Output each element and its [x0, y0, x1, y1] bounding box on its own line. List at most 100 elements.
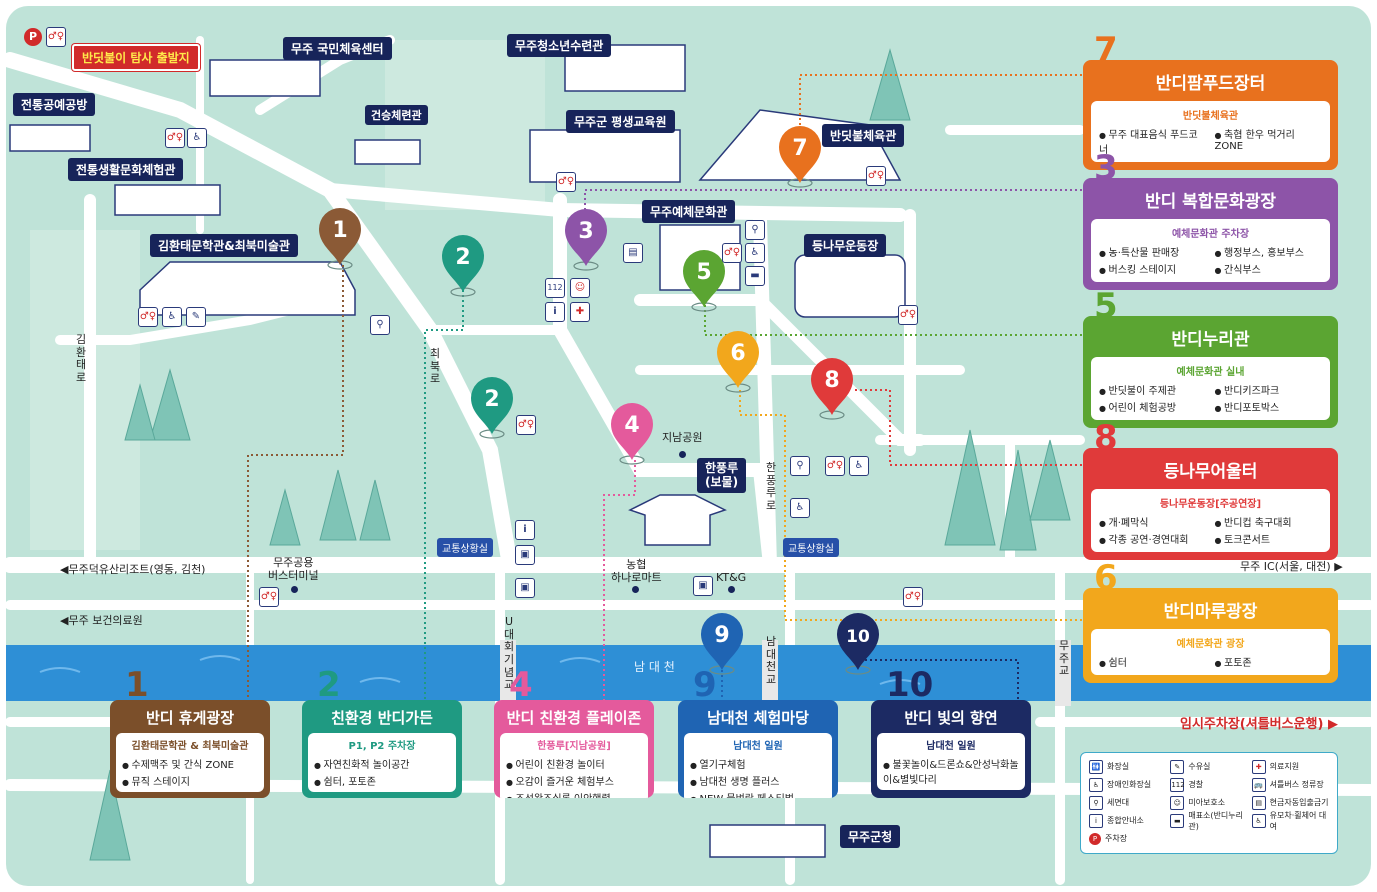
nursing-icon: ✎ [186, 307, 206, 327]
stadium-tag: 등나무운동장 [804, 234, 887, 257]
health-hall-building [354, 139, 421, 165]
jinam-park-label: 지남공원 [662, 431, 703, 444]
pin-number: 6 [730, 341, 745, 366]
muju-bridge [1055, 640, 1071, 706]
bus-terminal-label: 무주공용 버스터미널 [268, 556, 319, 583]
pin-3[interactable]: 3 [565, 209, 607, 271]
shuttle-icon: ▣ [515, 578, 535, 598]
pin-number: 2 [455, 245, 470, 270]
pin-9[interactable]: 9 [701, 613, 743, 675]
card-subtitle: 예체문화관 실내 [1176, 367, 1245, 378]
sink-icon: ⚲ [370, 315, 390, 335]
accessible-restroom-icon: ♿ [745, 243, 765, 263]
pin-10[interactable]: 10 [837, 613, 879, 675]
legend-label: 주차장 [1105, 834, 1128, 843]
nonghyup-dot [632, 586, 639, 593]
card-number-2: 2 [317, 665, 341, 705]
card-item: 오감이 즐거운 체험부스 [506, 773, 642, 788]
program-card-1[interactable]: 반디 휴게광장 김환태문학관 & 최북미술관 수제맥주 및 간식 ZONE뮤직 … [110, 700, 270, 798]
card-item: 포토존 [1215, 654, 1323, 669]
program-card-6[interactable]: 반디마루광장 예체문화관 광장 쉼터포토존 [1083, 588, 1338, 683]
card-items: 쉼터포토존 [1099, 654, 1322, 669]
card-subtitle: 한풍루[지남공원] [537, 741, 611, 752]
card-body: 예체문화관 광장 쉼터포토존 [1091, 629, 1330, 675]
card-items: 농·특산물 판매장행정부스, 홍보부스버스킹 스테이지간식부스 [1099, 244, 1322, 276]
card-item: 어린이 체험공방 [1099, 399, 1207, 414]
pin-8[interactable]: 8 [811, 358, 853, 420]
card-item: 행정부스, 홍보부스 [1215, 244, 1323, 259]
restroom-icon: 🚻 [1089, 759, 1103, 774]
card-body: P1, P2 주차장 자연친화적 놀이공간쉼터, 포토존 [308, 733, 456, 792]
hanpung-road-label: 한풍루로 [765, 461, 777, 512]
legend-label: 수유실 [1188, 762, 1211, 771]
pin-number: 1 [332, 218, 347, 243]
card-item: 열기구체험 [690, 756, 826, 771]
pin-5[interactable]: 5 [683, 250, 725, 312]
program-card-3[interactable]: 반디 복합문화광장 예체문화관 주차장 농·특산물 판매장행정부스, 홍보부스버… [1083, 178, 1338, 290]
card-title: 남대천 체험마당 [707, 709, 809, 727]
craft-workshop-tag: 전통공예공방 [13, 93, 96, 116]
muju-bridge-label: 무주교 [1058, 639, 1070, 678]
card-subtitle: 남대천 일원 [926, 741, 976, 752]
lifelong-edu-building [529, 129, 681, 183]
accessible-restroom-icon: ♿ [187, 128, 207, 148]
legend-label: 세면대 [1107, 798, 1130, 807]
card-item: 축협 한우 먹거리 ZONE [1215, 126, 1323, 156]
start-label: 반딧불이 탐사 출발지 [72, 44, 200, 71]
pin-1[interactable]: 1 [319, 208, 361, 270]
police-icon: 112 [545, 278, 565, 298]
literature-museum-tag: 김환태문학관&최북미술관 [150, 234, 298, 257]
pin-number: 5 [696, 260, 711, 285]
bus-terminal-dot [291, 586, 298, 593]
program-card-5[interactable]: 반디누리관 예체문화관 실내 반딧불이 주제관반디키즈파크어린이 체험공방반디포… [1083, 316, 1338, 428]
card-item: 각종 공연·경연대회 [1099, 531, 1207, 546]
legend-label: 현금자동입출금기 [1269, 798, 1329, 807]
program-card-9[interactable]: 남대천 체험마당 남대천 일원 열기구체험남대천 생명 플러스NEW 물벼락 페… [678, 700, 838, 798]
legend-label: 의료지원 [1269, 762, 1300, 771]
legend-item: ✎수유실 [1170, 759, 1251, 774]
pin-marker [779, 126, 821, 183]
pin-2[interactable]: 2 [442, 235, 484, 297]
card-item: 뮤직 스테이지 [122, 773, 258, 788]
card-item: 쉼터, 포토존 [314, 773, 450, 788]
pin-4[interactable]: 4 [611, 403, 653, 465]
program-card-10[interactable]: 반디 빛의 향연 남대천 일원 불꽃놀이&드론쇼&안성낙화놀이&별빛다리 [871, 700, 1031, 798]
card-title: 반디마루광장 [1163, 602, 1258, 622]
card-item: 자연친화적 놀이공간 [314, 756, 450, 771]
restroom-icon: ♂♀ [138, 307, 158, 327]
program-card-7[interactable]: 반디팜푸드장터 반딧불체육관 무주 대표음식 푸드코너축협 한우 먹거리 ZON… [1083, 60, 1338, 170]
pin-7[interactable]: 7 [779, 126, 821, 188]
lifelong-edu-tag: 무주군 평생교육원 [566, 110, 675, 133]
card-item: 토크콘서트 [1215, 531, 1323, 546]
shuttle-icon: ▣ [693, 576, 713, 596]
legend-label: 화장실 [1107, 762, 1130, 771]
legend-label: 유모차·휠체어 대여 [1269, 810, 1327, 831]
pin-marker [611, 403, 653, 460]
pin-6[interactable]: 6 [717, 331, 759, 393]
legend-label: 종합안내소 [1107, 816, 1144, 825]
legend-item: ✚의료지원 [1251, 759, 1333, 774]
pin-marker [683, 250, 725, 307]
pin-marker [811, 358, 853, 415]
temp-parking-label[interactable]: 임시주차장(셔틀버스운행) ▶ [1180, 717, 1338, 732]
card-number-4: 4 [509, 665, 533, 705]
program-card-2[interactable]: 친환경 반디가든 P1, P2 주차장 자연친화적 놀이공간쉼터, 포토존 [302, 700, 462, 798]
legend-item: ☺미아보호소 [1170, 795, 1251, 810]
craft-workshop-building [9, 124, 91, 152]
county-office-building [709, 824, 826, 858]
pin-2[interactable]: 2 [471, 377, 513, 439]
program-card-4[interactable]: 반디 친환경 플레이존 한풍루[지남공원] 어린이 친환경 놀이터오감이 즐거운… [494, 700, 654, 798]
program-card-8[interactable]: 등나무어울터 등나무운동장[주공연장] 개·폐막식반디컵 축구대회각종 공연·경… [1083, 448, 1338, 560]
legend-label: 경찰 [1188, 780, 1204, 789]
map-pins: 1 2 2 3 4 5 6 7 8 9 10 [319, 126, 879, 675]
card-item: 남대천 생명 플러스 [690, 773, 826, 788]
card-title: 반디 휴게광장 [145, 709, 235, 727]
stroller-icon: ♿ [790, 498, 810, 518]
legend-label: 매표소(반디누리관) [1188, 810, 1243, 831]
card-body: 남대천 일원 열기구체험남대천 생명 플러스NEW 물벼락 페스티벌 [684, 733, 832, 798]
card-item: 무주 대표음식 푸드코너 [1099, 126, 1207, 156]
namdaecheon-bridge-label: 남대천교 [765, 635, 777, 686]
